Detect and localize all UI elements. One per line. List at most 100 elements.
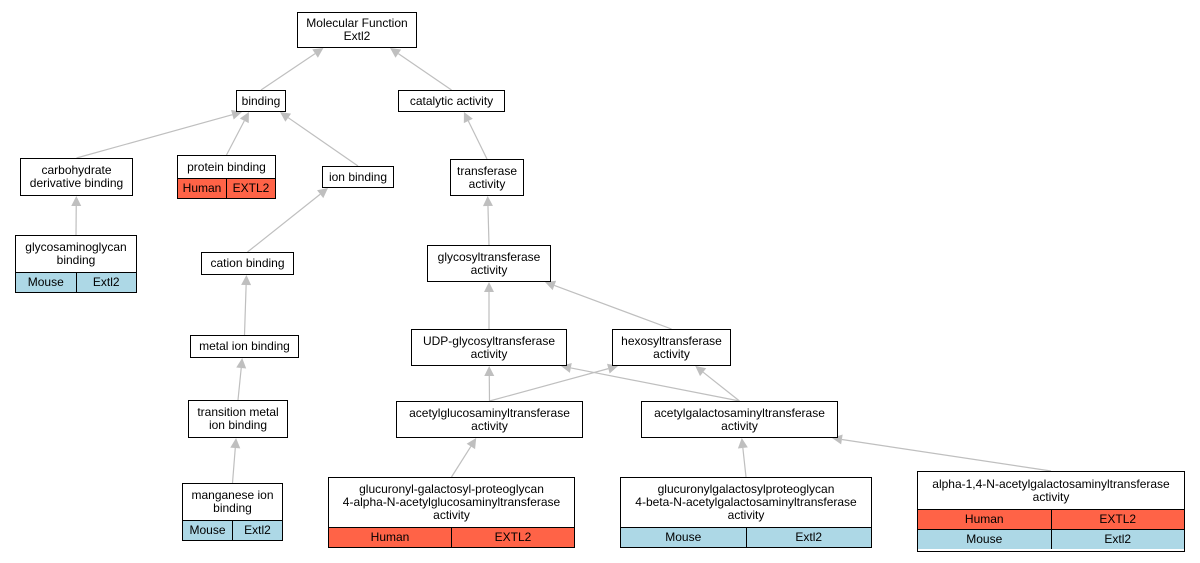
- edge-protein_binding-to-binding: [225, 120, 245, 156]
- edge-arrowhead: [230, 438, 241, 449]
- node-metal-ion-binding[interactable]: metal ion binding: [190, 335, 299, 358]
- node-binding[interactable]: binding: [236, 90, 286, 112]
- edge-arrowhead: [607, 363, 618, 374]
- node-label: glycosyltransferase activity: [437, 249, 541, 277]
- node-glycosyltransferase-activity[interactable]: glycosyltransferase activity: [427, 245, 551, 282]
- annotation-gene: Extl2: [745, 528, 872, 547]
- annotation-species: Mouse: [27, 275, 64, 289]
- edge-catalytic-to-mf_root: [397, 53, 452, 91]
- node-molecular-function[interactable]: Molecular Function Extl2: [297, 12, 417, 48]
- edge-arrowhead: [241, 275, 252, 286]
- node-label: carbohydrate derivative binding: [29, 163, 124, 190]
- node-label: ion binding: [328, 169, 388, 184]
- annotation-species: Mouse: [966, 532, 1003, 546]
- annotation-species: Human: [182, 181, 222, 195]
- node-catalytic-activity[interactable]: catalytic activity: [398, 90, 505, 112]
- edge-cation_binding-to-ion_binding: [247, 193, 321, 253]
- node-transferase-activity[interactable]: transferase activity: [450, 159, 524, 196]
- edge-alpha14-to-acetylgalact: [841, 438, 1052, 472]
- node-transition-metal-ion-binding[interactable]: transition metal ion binding: [188, 400, 288, 438]
- edge-arrowhead: [312, 48, 324, 58]
- node-label: alpha-1,4-N-acetylgalactosaminyltransfer…: [932, 476, 1170, 504]
- node-label: glucuronylgalactosylproteoglycan 4-beta-…: [635, 482, 857, 522]
- node-label: manganese ion binding: [191, 488, 274, 515]
- edge-arrowhead: [463, 112, 473, 124]
- edge-carb_deriv-to-binding: [76, 114, 233, 159]
- node-label: glucuronyl-galactosyl-proteoglycan 4-alp…: [342, 482, 561, 522]
- annotation-gene: Extl2: [232, 521, 282, 540]
- edge-hexosyl-to-glycosyltransferase: [554, 284, 672, 330]
- node-label: hexosyltransferase activity: [621, 333, 722, 361]
- node-label: glycosaminoglycan binding: [25, 240, 127, 267]
- edge-metal_ion-to-cation_binding: [243, 284, 247, 336]
- edge-arrowhead: [71, 196, 82, 207]
- node-label: transferase activity: [456, 163, 518, 191]
- edge-arrowhead: [390, 48, 402, 58]
- edge-arrowhead: [545, 280, 557, 291]
- edge-arrowhead: [317, 188, 328, 199]
- node-label: catalytic activity: [409, 93, 494, 108]
- edge-acetylgalact-to-udp_glyco: [570, 367, 740, 402]
- annotation-row-human: Human EXTL2: [918, 509, 1184, 529]
- node-udp-glycosyltransferase-activity[interactable]: UDP-glycosyltransferase activity: [411, 329, 567, 366]
- edge-arrowhead: [466, 438, 477, 450]
- edge-arrowhead: [484, 366, 495, 377]
- node-glucuronyl-galactosyl-proteoglycan-activity[interactable]: glucuronyl-galactosyl-proteoglycan 4-alp…: [328, 477, 575, 548]
- annotation-gene: EXTL2: [451, 528, 574, 547]
- annotation-gene: Extl2: [1050, 530, 1185, 549]
- edge-ion_binding-to-binding: [287, 117, 359, 167]
- node-carbohydrate-derivative-binding[interactable]: carbohydrate derivative binding: [20, 158, 133, 196]
- node-manganese-ion-binding[interactable]: manganese ion binding Mouse Extl2: [182, 483, 283, 541]
- edge-arrowhead: [236, 358, 247, 369]
- annotation-species: Human: [370, 530, 410, 544]
- annotation-row-human: Human EXTL2: [329, 527, 574, 547]
- node-ion-binding[interactable]: ion binding: [322, 166, 394, 188]
- node-label: acetylgalactosaminyltransferase activity: [654, 405, 825, 433]
- node-acetylglucosaminyltransferase-activity[interactable]: acetylglucosaminyltransferase activity: [396, 401, 583, 438]
- node-protein-binding[interactable]: protein binding Human EXTL2: [177, 155, 276, 199]
- edge-arrowhead: [484, 282, 494, 292]
- node-glycosaminoglycan-binding[interactable]: glycosaminoglycan binding Mouse Extl2: [15, 235, 137, 293]
- annotation-row-human: Human EXTL2: [178, 178, 275, 198]
- annotation-row-mouse: Mouse Extl2: [621, 527, 871, 547]
- annotation-species: Mouse: [189, 523, 226, 537]
- annotation-row-mouse: Mouse Extl2: [918, 529, 1184, 549]
- edge-arrowhead: [239, 112, 249, 124]
- node-label: cation binding: [210, 256, 285, 270]
- edge-arrowhead: [832, 434, 843, 445]
- edge-trans_metal-to-metal_ion: [237, 367, 242, 401]
- edge-glucuronyl_gp-to-acetylglucos: [450, 446, 472, 478]
- annotation-gene: Extl2: [75, 273, 137, 292]
- edge-arrowhead: [482, 196, 493, 207]
- node-label: Molecular Function Extl2: [306, 16, 408, 43]
- edge-acetylglucos-to-hexosyl: [489, 368, 609, 402]
- node-acetylgalactosaminyltransferase-activity[interactable]: acetylgalactosaminyltransferase activity: [641, 401, 838, 438]
- annotation-row-mouse: Mouse Extl2: [16, 272, 136, 292]
- node-hexosyltransferase-activity[interactable]: hexosyltransferase activity: [612, 329, 731, 366]
- node-cation-binding[interactable]: cation binding: [201, 252, 294, 275]
- node-glucuronylgalactosylproteoglycan-activity[interactable]: glucuronylgalactosylproteoglycan 4-beta-…: [620, 477, 872, 548]
- edge-arrowhead: [695, 366, 707, 377]
- edge-binding-to-mf_root: [260, 53, 316, 91]
- edge-arrowhead: [231, 109, 242, 120]
- edge-acetylgalact-to-hexosyl: [702, 371, 740, 402]
- node-label: acetylglucosaminyltransferase activity: [409, 405, 570, 433]
- edge-glycosyltransferase-to-transferase: [487, 205, 490, 246]
- node-label: protein binding: [187, 159, 266, 174]
- annotation-species: Mouse: [665, 530, 702, 544]
- node-label: metal ion binding: [199, 339, 290, 353]
- edge-manganese-to-trans_metal: [231, 447, 236, 484]
- annotation-gene: EXTL2: [1050, 510, 1185, 529]
- annotation-row-mouse: Mouse Extl2: [183, 520, 282, 540]
- node-alpha-1-4-n-acetylgalactosaminyltransferase-activity[interactable]: alpha-1,4-N-acetylgalactosaminyltransfer…: [917, 471, 1185, 552]
- edge-arrowhead: [737, 438, 748, 449]
- edge-glucuronylgal-to-acetylgalact: [742, 447, 747, 478]
- node-label: transition metal ion binding: [197, 405, 279, 432]
- node-label: binding: [241, 93, 281, 108]
- annotation-species: Human: [964, 512, 1004, 526]
- annotation-gene: EXTL2: [226, 179, 275, 198]
- edge-arrowhead: [280, 112, 292, 122]
- node-label: UDP-glycosyltransferase activity: [422, 333, 556, 361]
- edge-transferase-to-catalytic: [467, 120, 488, 160]
